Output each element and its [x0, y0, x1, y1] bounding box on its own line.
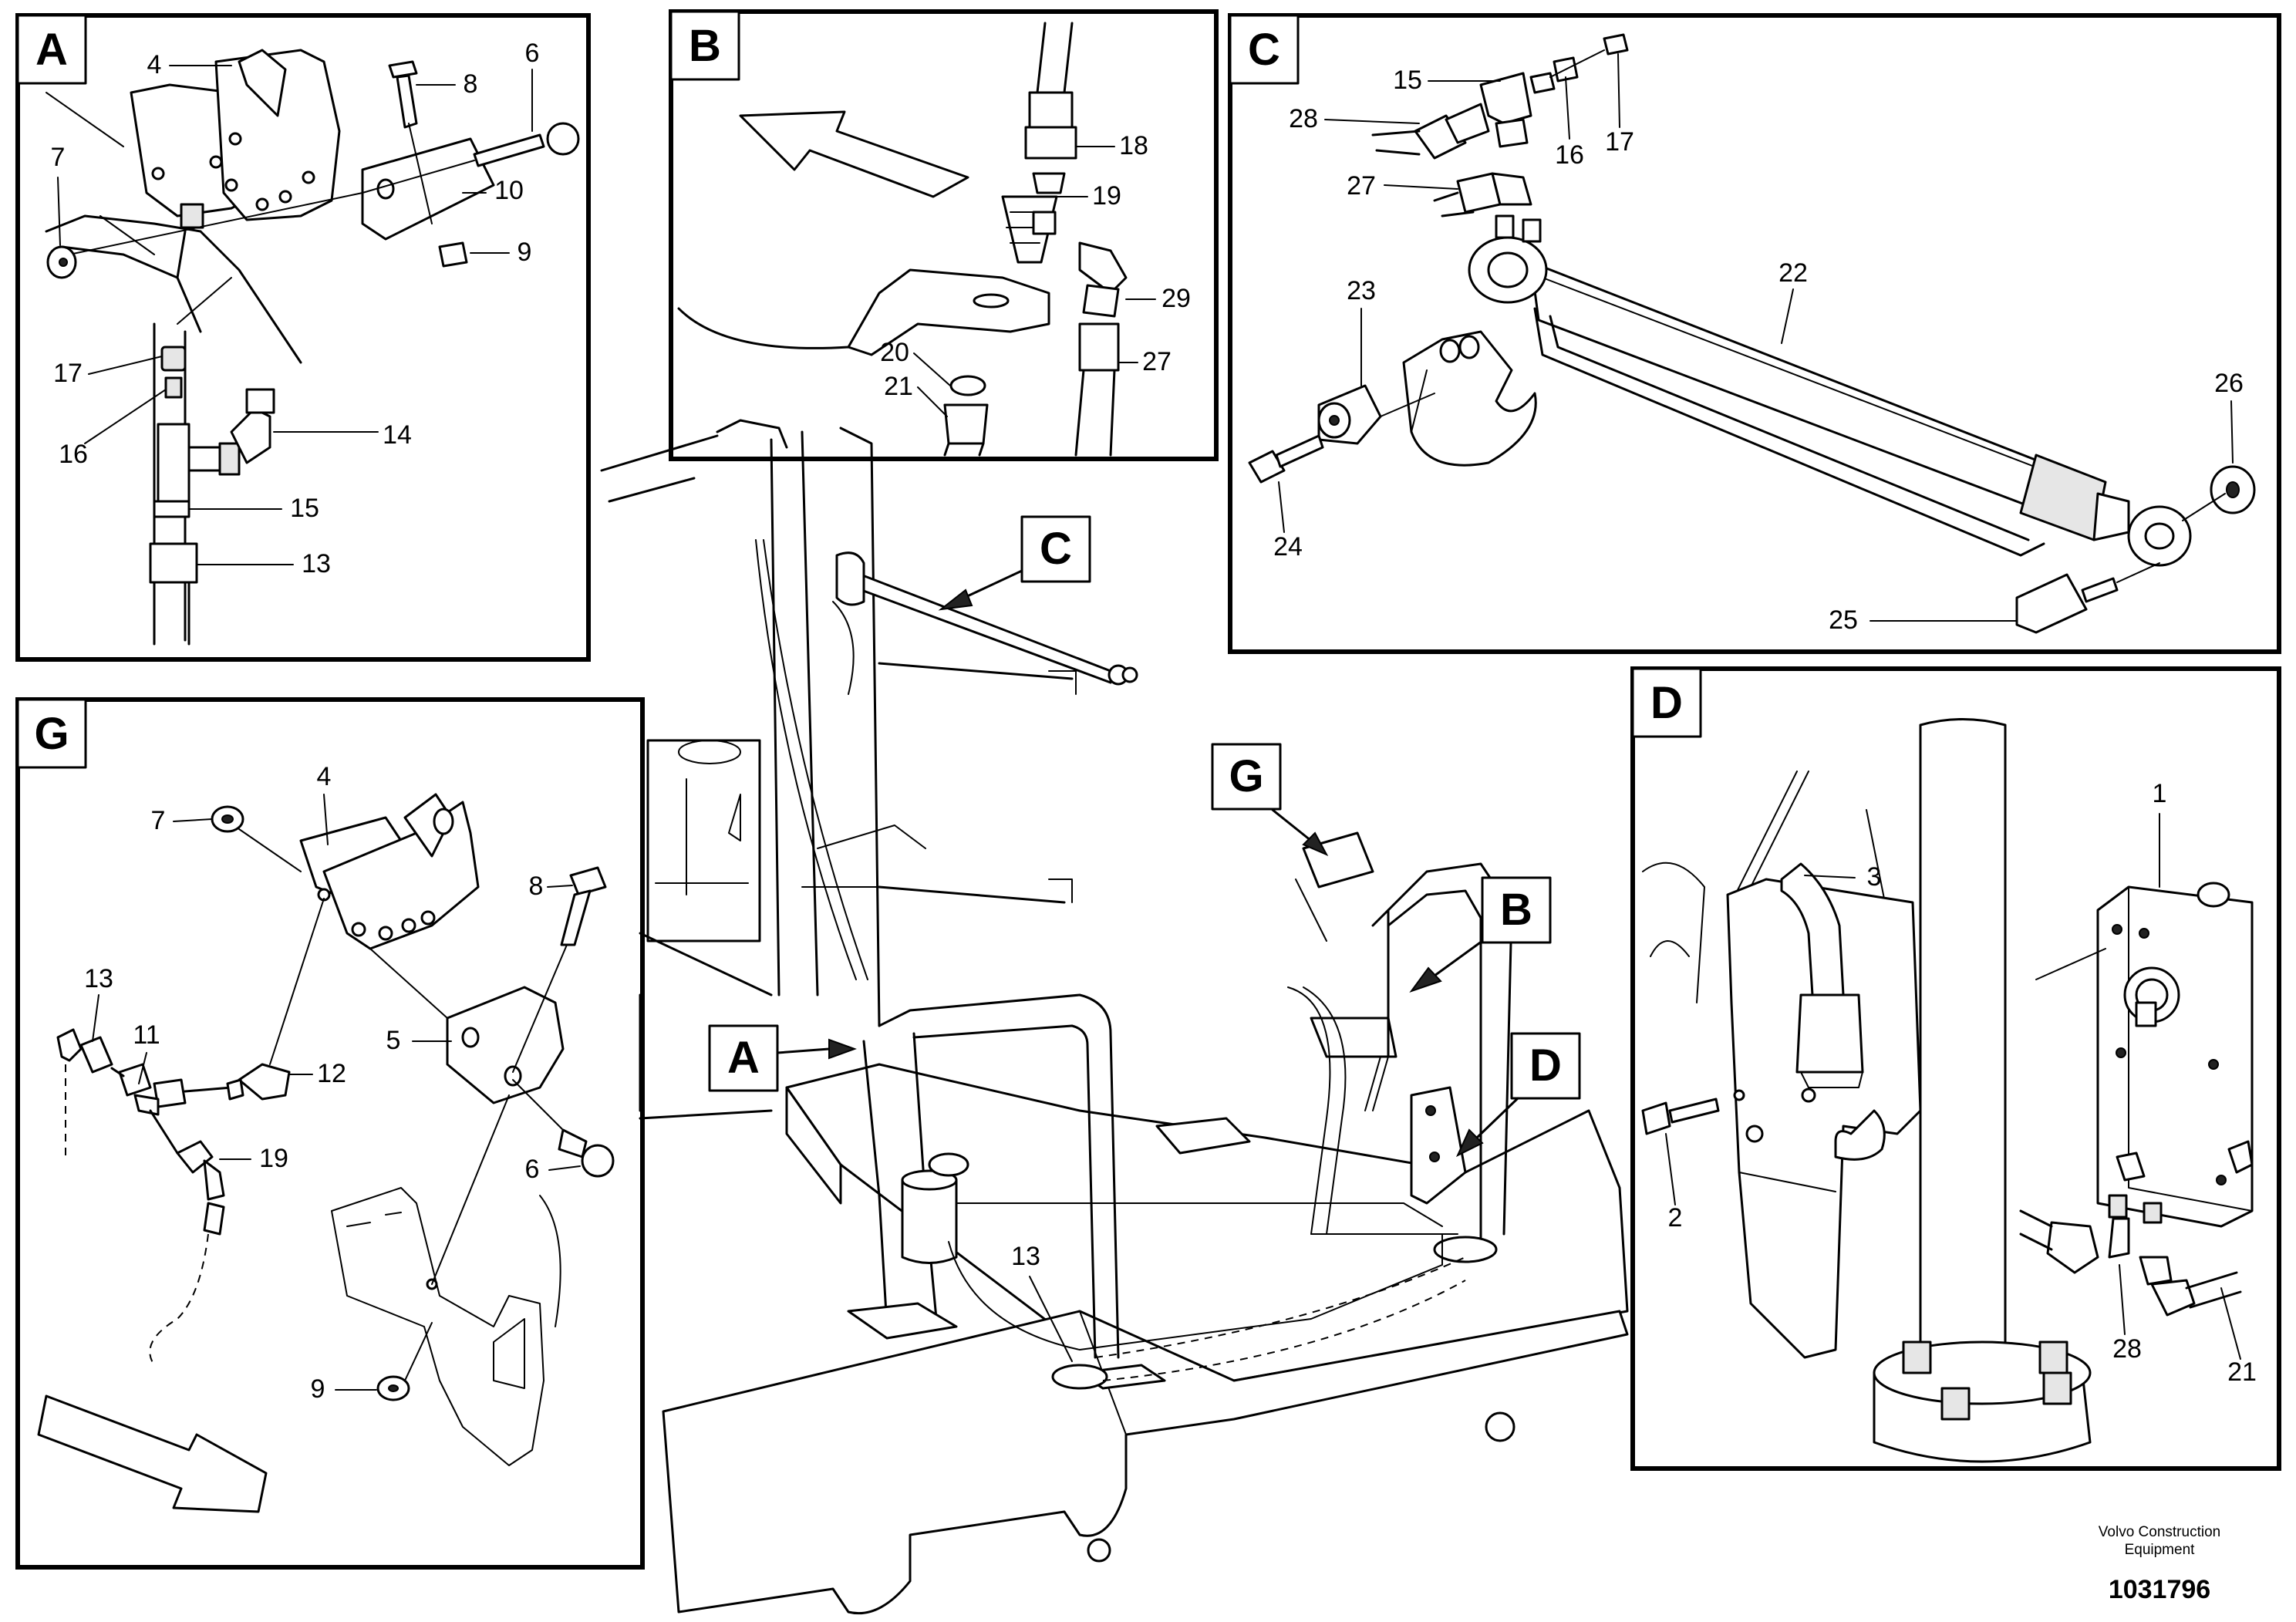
main-part-13-label: 13	[1011, 1242, 1040, 1271]
panel-B-part-19: 19	[1092, 181, 1121, 211]
panel-G-part-6: 6	[525, 1155, 540, 1184]
panel-G: G	[15, 697, 645, 1570]
panel-C-part-15: 15	[1393, 66, 1422, 95]
callout-A: A	[708, 1024, 857, 1092]
panel-C-part-23: 23	[1347, 276, 1376, 305]
panel-C-part-24: 24	[1273, 532, 1303, 561]
main-assembly-drawing	[600, 419, 1629, 1615]
callout-C-label: C	[1040, 524, 1072, 574]
panel-C-part-17: 17	[1605, 127, 1634, 157]
panel-A: A	[15, 13, 591, 662]
footer-line-1: Volvo Construction	[2099, 1524, 2220, 1540]
panel-D-part-2: 2	[1668, 1203, 1683, 1233]
callout-B: B	[1409, 876, 1552, 993]
footer-line-2: Equipment	[2125, 1542, 2196, 1558]
panel-B-part-29: 29	[1161, 284, 1191, 313]
panel-C-part-26: 26	[2214, 369, 2244, 398]
panel-G-part-8: 8	[529, 872, 544, 901]
panel-C-letter: C	[1248, 25, 1280, 75]
callout-B-label: B	[1500, 885, 1532, 935]
panel-B-part-21: 21	[884, 372, 913, 401]
direction-arrow-icon	[739, 110, 969, 198]
panel-C-part-16: 16	[1555, 140, 1584, 170]
panel-D-part-21: 21	[2227, 1357, 2257, 1387]
panel-D: D	[1630, 666, 2281, 1471]
callout-C: C	[938, 515, 1091, 611]
panel-C-part-22: 22	[1778, 258, 1808, 288]
callout-D: D	[1455, 1032, 1581, 1158]
panel-D-part-1: 1	[2153, 779, 2167, 808]
panel-C-frame	[1228, 13, 2281, 654]
panel-G-letter: G	[34, 709, 69, 759]
panel-B: B 18 19 29 20 27 21	[669, 9, 1219, 461]
panel-B-part-20: 20	[880, 338, 909, 367]
panel-C-part-27: 27	[1347, 171, 1376, 201]
panel-C: C	[1228, 13, 2281, 654]
callout-D-label: D	[1529, 1040, 1562, 1091]
panel-G-part-4: 4	[317, 762, 332, 791]
drawing-number: 1031796	[2109, 1575, 2210, 1604]
panel-G-part-13: 13	[84, 964, 113, 993]
panel-A-part-10: 10	[494, 176, 524, 205]
panel-A-part-9: 9	[518, 238, 532, 267]
panel-G-part-9: 9	[311, 1374, 325, 1404]
panel-A-part-4: 4	[147, 50, 162, 79]
callout-G: G	[1211, 743, 1329, 857]
panel-C-part-28: 28	[1289, 104, 1318, 133]
panel-A-part-15: 15	[290, 494, 319, 523]
panel-A-part-7: 7	[51, 143, 66, 172]
panel-C-part-25: 25	[1829, 605, 1858, 635]
panel-G-part-12: 12	[317, 1059, 346, 1088]
callout-A-label: A	[727, 1033, 760, 1083]
panel-B-part-18: 18	[1119, 131, 1148, 160]
panel-B-part-27: 27	[1142, 347, 1172, 376]
callout-G-label: G	[1229, 751, 1263, 801]
panel-G-frame	[15, 697, 645, 1570]
panel-A-part-13: 13	[302, 549, 331, 578]
main-part-13: 13	[1011, 1242, 1073, 1362]
panel-G-part-5: 5	[386, 1026, 401, 1055]
panel-A-part-16: 16	[59, 440, 88, 469]
panel-D-part-3: 3	[1867, 862, 1882, 892]
panel-A-frame	[15, 13, 591, 662]
panel-D-letter: D	[1650, 678, 1683, 728]
panel-D-frame	[1630, 666, 2281, 1471]
panel-G-part-11: 11	[133, 1020, 160, 1050]
panel-A-part-14: 14	[383, 420, 412, 450]
panel-G-part-19: 19	[259, 1144, 288, 1173]
panel-A-part-6: 6	[525, 39, 540, 68]
panel-D-part-28: 28	[2112, 1334, 2142, 1364]
panel-B-letter: B	[689, 21, 721, 71]
panel-G-part-7: 7	[151, 806, 166, 835]
panel-A-part-17: 17	[53, 359, 83, 388]
publisher-footer: Volvo Construction Equipment 1031796	[2099, 1524, 2220, 1604]
panel-A-part-8: 8	[464, 69, 478, 99]
panel-B-frame	[669, 9, 1219, 461]
direction-arrow-icon-g	[37, 1394, 268, 1513]
panel-A-letter: A	[35, 25, 68, 75]
